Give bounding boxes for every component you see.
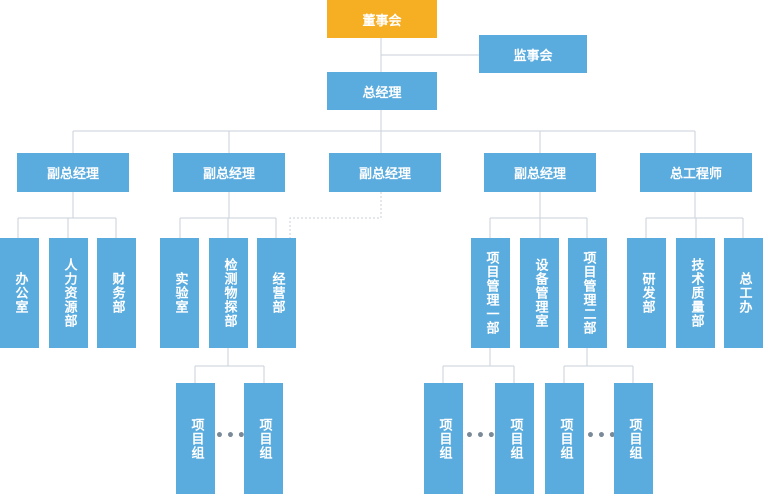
ellipsis: ••• <box>586 428 619 444</box>
project-group: 项目组 <box>495 383 534 494</box>
dept-hr: 人力资源部 <box>49 238 88 348</box>
project-group: 项目组 <box>614 383 653 494</box>
dept-office: 办公室 <box>0 238 39 348</box>
chief-engineer: 总工程师 <box>640 153 752 192</box>
deputy-manager-1: 副总经理 <box>17 153 129 192</box>
general-manager-box: 总经理 <box>327 72 437 110</box>
dept-chief-office: 总工办 <box>724 238 763 348</box>
dept-tech-quality: 技术质量部 <box>676 238 715 348</box>
deputy-manager-3: 副总经理 <box>329 153 441 192</box>
dept-finance: 财务部 <box>97 238 136 348</box>
project-group: 项目组 <box>424 383 463 494</box>
deputy-manager-4: 副总经理 <box>484 153 596 192</box>
deputy-manager-2: 副总经理 <box>173 153 285 192</box>
dept-project-mgmt-2: 项目管理二部 <box>568 238 607 348</box>
ellipsis: ••• <box>215 428 248 444</box>
dept-equipment: 设备管理室 <box>520 238 559 348</box>
supervisors-box: 监事会 <box>479 35 587 73</box>
ellipsis: ••• <box>465 428 498 444</box>
board-box: 董事会 <box>327 0 437 38</box>
dept-geophysics: 检测物探部 <box>209 238 248 348</box>
project-group: 项目组 <box>545 383 584 494</box>
dept-project-mgmt-1: 项目管理一部 <box>471 238 510 348</box>
project-group: 项目组 <box>244 383 283 494</box>
dept-business: 经营部 <box>257 238 296 348</box>
dept-lab: 实验室 <box>160 238 199 348</box>
dept-rnd: 研发部 <box>627 238 666 348</box>
project-group: 项目组 <box>176 383 215 494</box>
